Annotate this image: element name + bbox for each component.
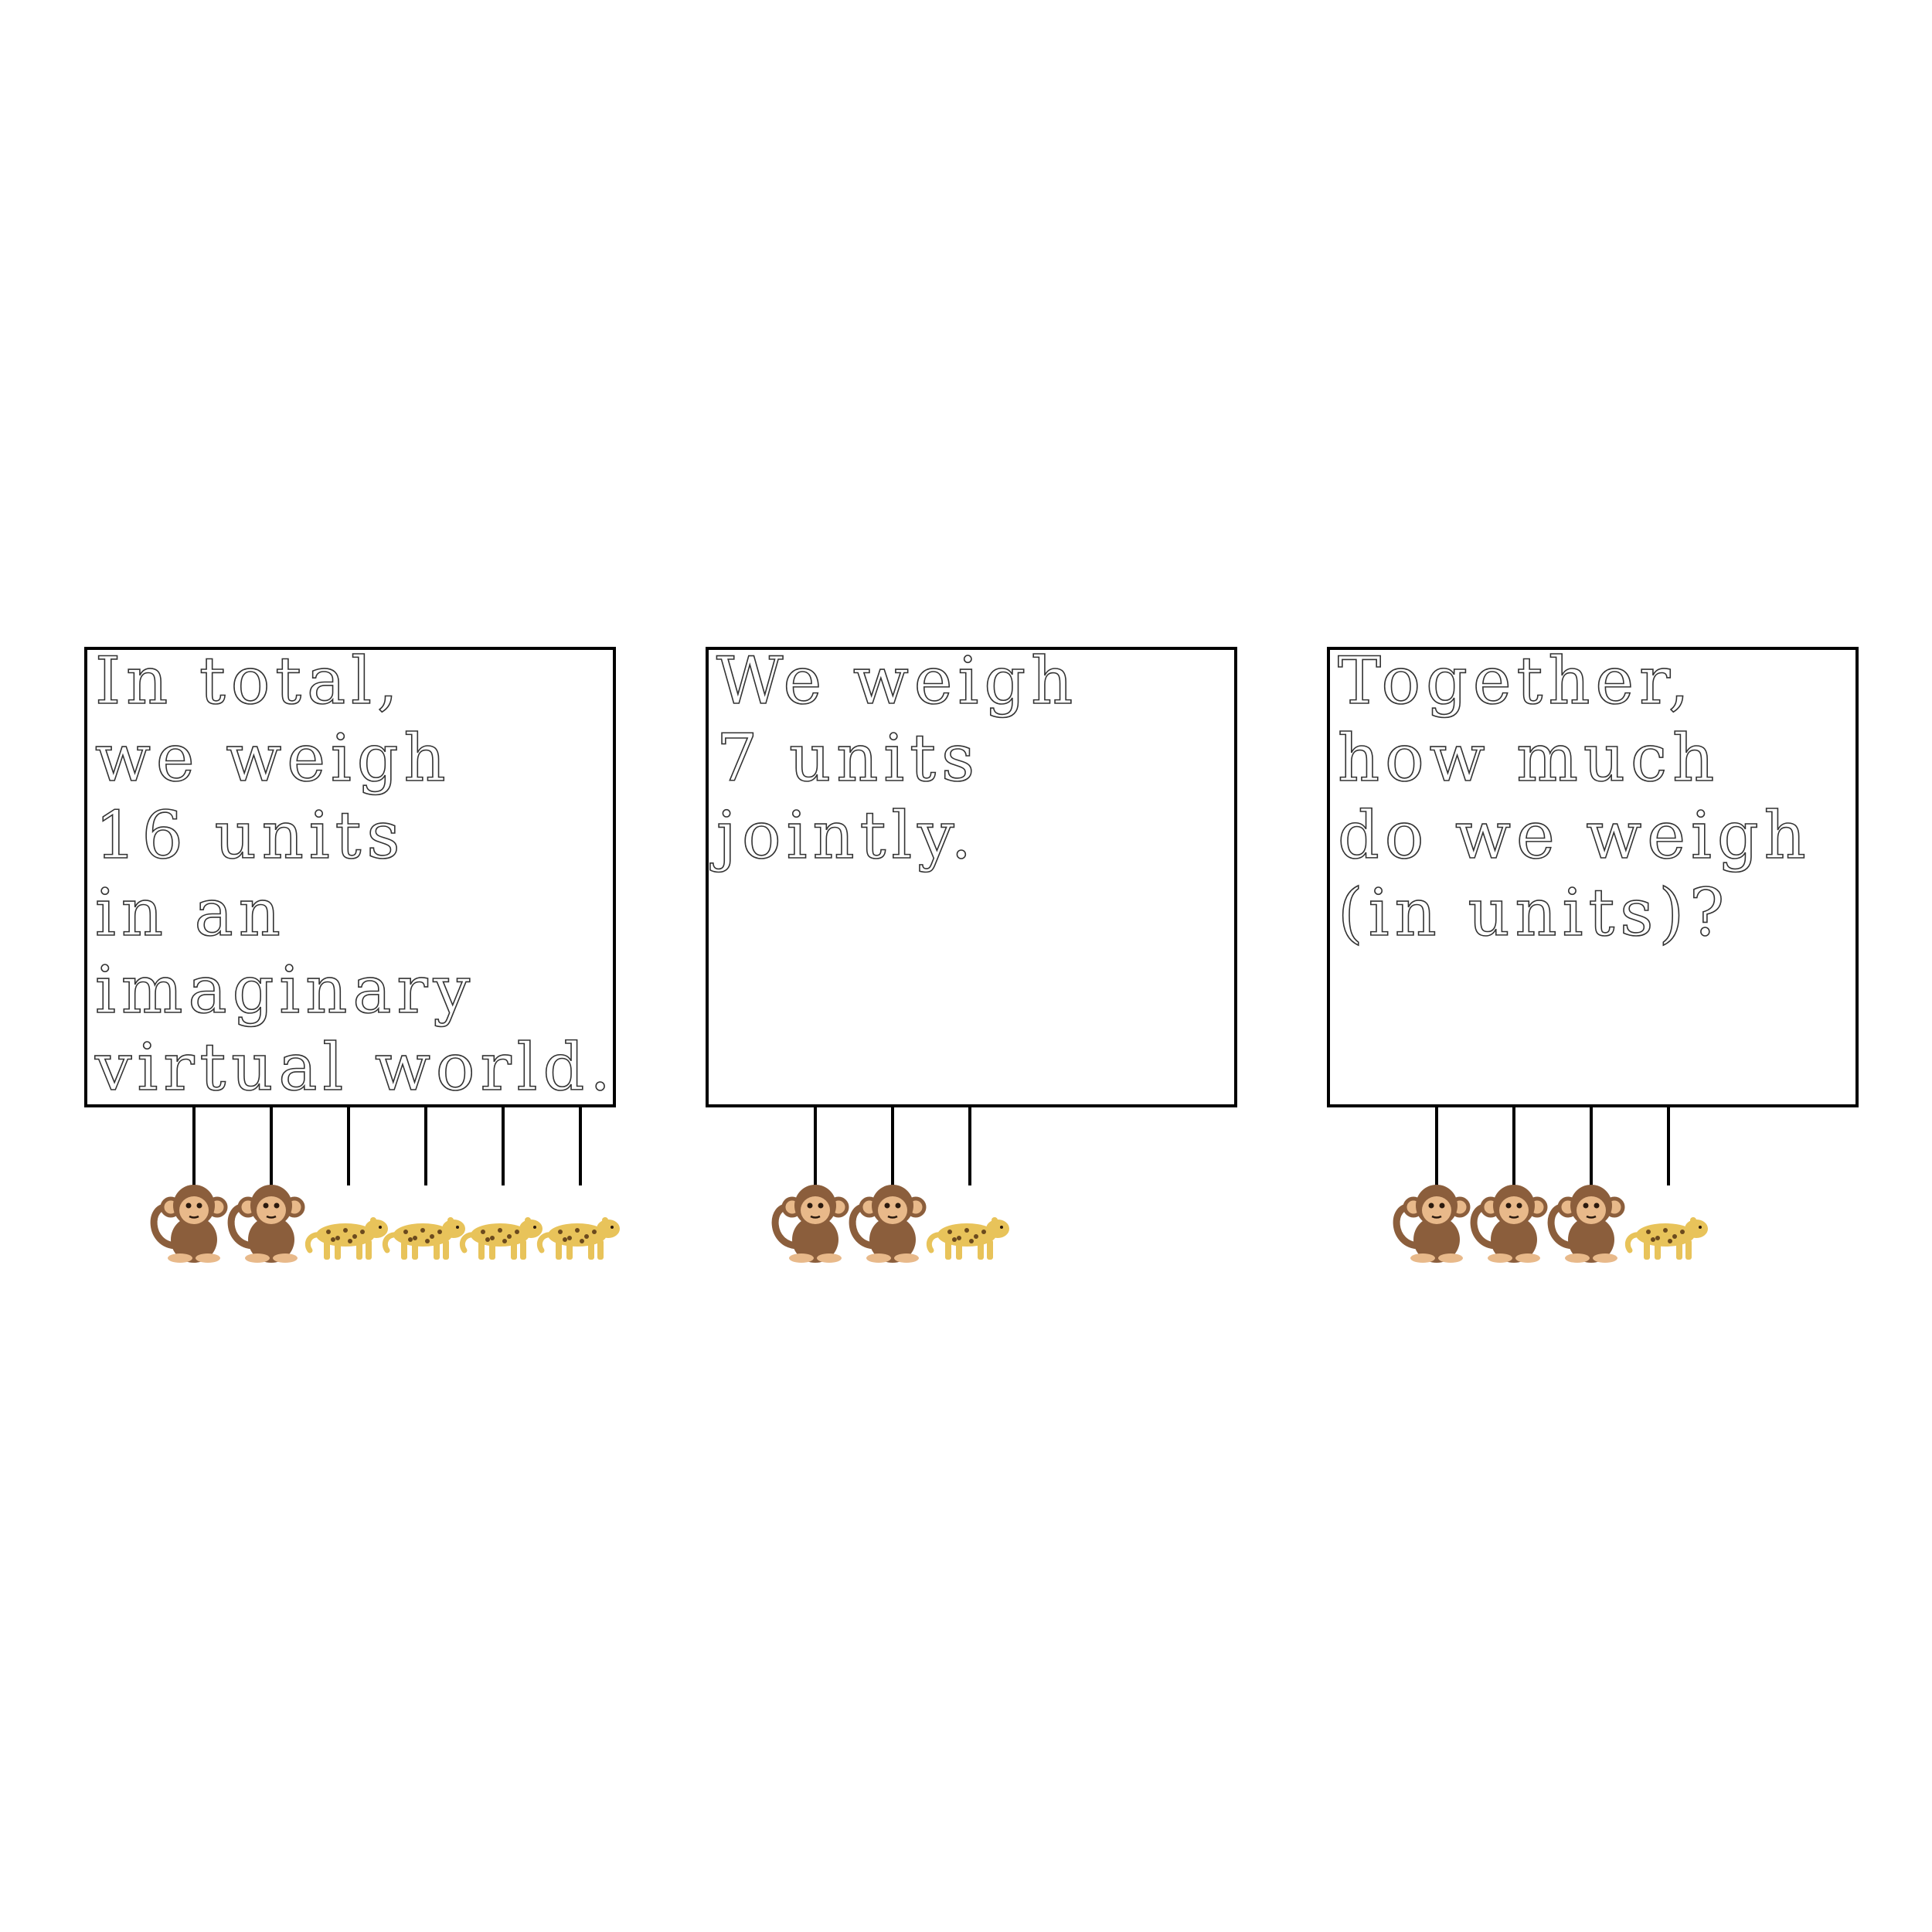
caption-line: (in units)? (1338, 875, 1730, 951)
caption-line: 7 units (716, 720, 980, 796)
leopard-icon (459, 1217, 543, 1260)
caption-line: virtual world. (94, 1029, 616, 1105)
caption-line: In total, (95, 643, 403, 719)
monkey-icon (849, 1185, 927, 1263)
caption-line: in an (95, 875, 286, 951)
monkey-icon (227, 1185, 305, 1263)
caption-line: Together, (1338, 643, 1695, 719)
caption-line: jointly. (709, 798, 977, 873)
monkey-icon (1470, 1185, 1548, 1263)
monkey-icon (771, 1185, 849, 1263)
monkey-icon (1393, 1185, 1471, 1263)
caption-line: imaginary (95, 952, 475, 1028)
panel-box (1327, 647, 1859, 1107)
caption-line: we weigh (95, 720, 451, 796)
leopard-icon (1624, 1217, 1708, 1260)
monkey-icon (1547, 1185, 1625, 1263)
caption-line: 16 units (95, 798, 406, 873)
leopard-icon (926, 1217, 1009, 1260)
panel-box (706, 647, 1237, 1107)
caption-line: We weigh (716, 643, 1078, 719)
caption-line: how much (1338, 720, 1719, 796)
monkey-icon (150, 1185, 228, 1263)
leopard-icon (536, 1217, 620, 1260)
caption-line: do we weigh (1338, 798, 1811, 873)
panel-box (84, 647, 616, 1107)
leopard-icon (382, 1217, 465, 1260)
leopard-icon (304, 1217, 388, 1260)
